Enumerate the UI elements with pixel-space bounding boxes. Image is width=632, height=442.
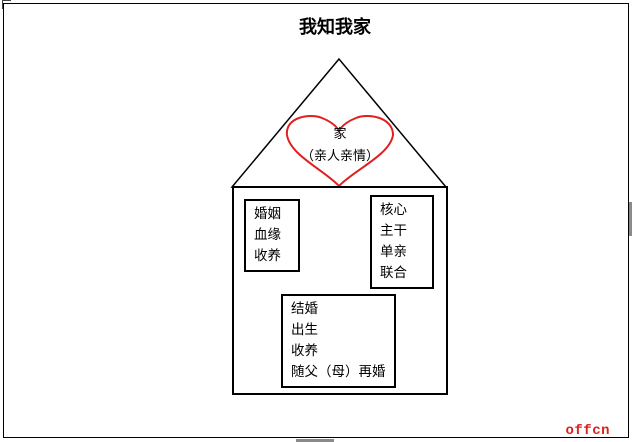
box-item: 主干 — [380, 223, 407, 239]
box-item: 联合 — [380, 265, 407, 281]
box-item: 结婚 — [291, 301, 318, 317]
scrollbar-stub — [296, 439, 334, 442]
family-formation-box: 结婚 出生 收养 随父（母）再婚 — [281, 294, 396, 388]
marriage-blood-adoption-box: 婚姻 血缘 收养 — [244, 199, 300, 272]
family-type-box: 核心 主干 单亲 联合 — [370, 195, 434, 289]
box-item: 收养 — [254, 248, 281, 264]
house-body — [232, 186, 448, 395]
box-item: 随父（母）再婚 — [291, 364, 386, 380]
box-item: 血缘 — [254, 227, 281, 243]
box-item: 单亲 — [380, 244, 407, 260]
diagram-title: 我知我家 — [299, 17, 371, 38]
heart-shape — [285, 115, 395, 188]
brand-logo: offcn — [565, 423, 610, 439]
diagram-frame — [3, 3, 629, 438]
box-item: 婚姻 — [254, 206, 281, 222]
box-item: 出生 — [291, 322, 318, 338]
corner-mark — [2, 0, 11, 9]
heart-label-family: 家 — [333, 127, 347, 142]
side-handle — [629, 202, 632, 236]
box-item: 核心 — [380, 202, 407, 218]
box-item: 收养 — [291, 343, 318, 359]
heart-label-relatives: （亲人亲情） — [300, 149, 379, 164]
